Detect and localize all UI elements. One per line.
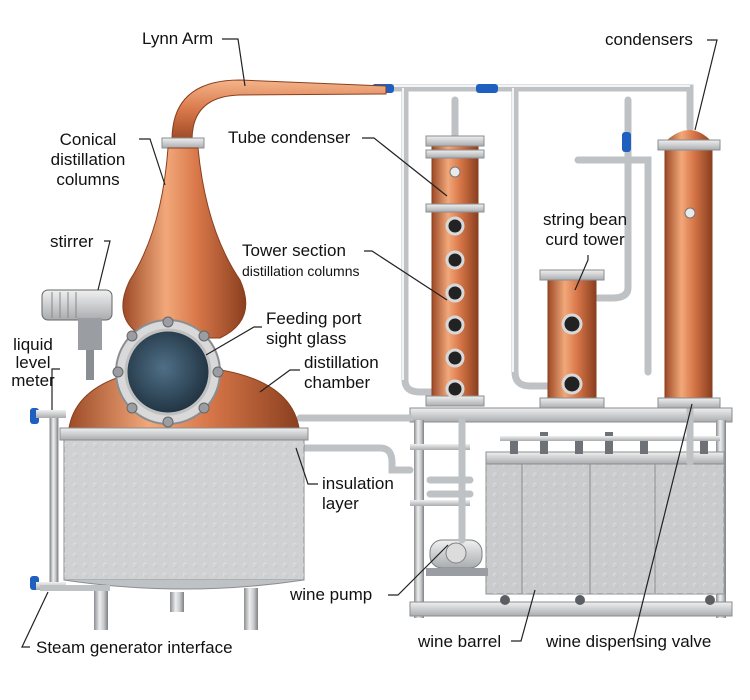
label-conical-line-2: distillation: [50, 150, 126, 169]
conical-distillation-column: [122, 137, 247, 339]
label-distillation-chamber-line-1: distillation: [304, 353, 379, 372]
string-bean-curd-tower: [539, 269, 605, 409]
label-conical-line-1: Conical: [59, 130, 117, 149]
label-insulation-layer: insulation layer: [322, 474, 394, 514]
label-conical-line-3: columns: [56, 170, 120, 189]
label-stirrer: stirrer: [50, 232, 94, 251]
label-tower-section-line-2: distillation columns: [242, 263, 360, 279]
label-tower-section-line-1: Tower section: [242, 241, 346, 260]
label-tube-condenser: Tube condenser: [228, 128, 351, 147]
label-feeding-port-line-2: sight glass: [266, 329, 347, 348]
label-insulation-line-2: layer: [322, 494, 359, 513]
wine-barrel-tank: [485, 432, 725, 605]
liquid-level-meter: [36, 410, 110, 591]
label-string-bean-line-1: string bean: [542, 210, 628, 229]
label-feeding-port-line-1: Feeding port: [266, 309, 362, 328]
label-string-bean-curd-tower: string bean curd tower: [530, 210, 640, 250]
condenser-column: [657, 130, 721, 409]
label-liquid-level-line-1: liquid: [13, 335, 53, 354]
tower-sight-glasses: [445, 216, 465, 399]
label-wine-pump: wine pump: [290, 585, 373, 604]
leader-lines: [21, 38, 718, 648]
label-liquid-level-line-2: level: [15, 353, 51, 372]
insulation-layer: [63, 439, 305, 630]
label-string-bean-line-2: curd tower: [545, 230, 625, 249]
label-distillation-chamber: distillation chamber: [304, 353, 379, 393]
label-distillation-chamber-line-2: chamber: [304, 373, 371, 392]
pipe-highlights: [385, 85, 690, 380]
lynn-arm: [171, 79, 387, 141]
wine-pump: [426, 539, 488, 576]
label-wine-dispensing-valve: wine dispensing valve: [546, 632, 712, 651]
feeding-port-sight-glass: [112, 316, 224, 428]
label-conical-distillation-columns: Conical distillation columns: [36, 130, 140, 190]
label-wine-barrel: wine barrel: [418, 632, 502, 651]
label-liquid-level-line-3: meter: [11, 371, 55, 390]
label-insulation-line-1: insulation: [322, 474, 394, 493]
label-tower-section: Tower section distillation columns: [242, 241, 360, 281]
stainless-pipes: [296, 84, 694, 544]
label-lynn-arm: Lynn Arm: [142, 29, 214, 48]
stirrer-motor: [41, 289, 113, 380]
label-condensers: condensers: [605, 30, 693, 49]
label-steam-generator-interface: Steam generator interface: [36, 638, 233, 657]
label-liquid-level-meter: liquid level meter: [2, 336, 64, 390]
label-feeding-port-sight-glass: Feeding port sight glass: [266, 309, 361, 349]
